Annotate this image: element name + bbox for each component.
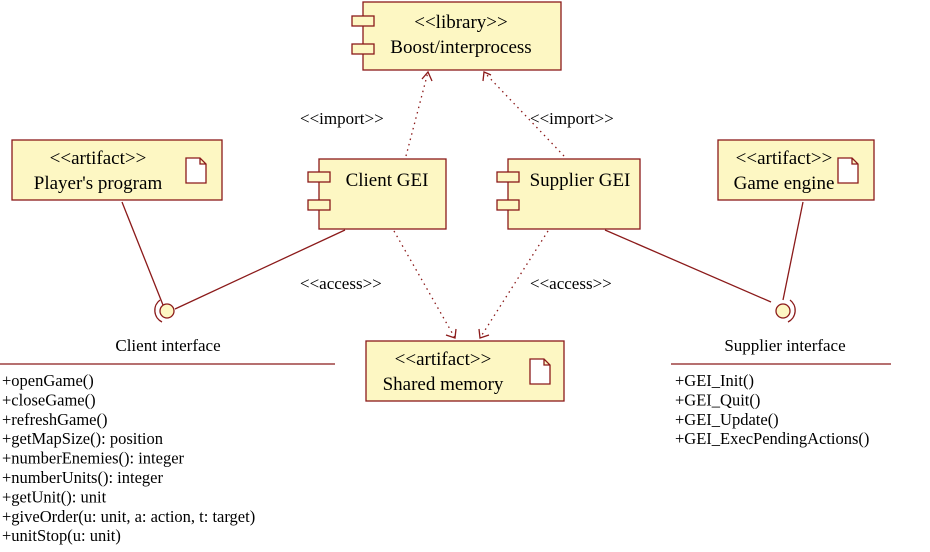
import-label-right: <<import>> xyxy=(530,109,614,128)
shared-memory-name: Shared memory xyxy=(383,374,504,395)
component-port-icon xyxy=(307,171,331,183)
import-label-left: <<import>> xyxy=(300,109,384,128)
client-operations-list: +openGame()+closeGame()+refreshGame()+ge… xyxy=(2,371,255,545)
component-port-icon xyxy=(351,15,375,27)
interface-operation: +giveOrder(u: unit, a: action, t: target… xyxy=(2,507,255,526)
document-icon xyxy=(837,157,859,184)
game-engine-name: Game engine xyxy=(734,173,835,194)
client-gei-component: Client GEI xyxy=(307,158,447,230)
supplier-gei-component: Supplier GEI xyxy=(496,158,641,230)
interface-lollipop-icon xyxy=(775,303,791,319)
document-icon xyxy=(529,358,551,385)
shared-memory-artifact: <<artifact>> Shared memory xyxy=(365,340,565,402)
access-dependency-right xyxy=(478,230,549,339)
interface-lollipop-icon xyxy=(159,303,175,319)
interface-operation: +GEI_Update() xyxy=(675,410,779,429)
shared-memory-stereotype: <<artifact>> xyxy=(395,349,492,370)
component-port-icon xyxy=(496,171,520,183)
players-program-name: Player's program xyxy=(34,173,163,194)
interface-operation: +refreshGame() xyxy=(2,410,108,429)
interface-operation: +GEI_ExecPendingActions() xyxy=(675,429,869,448)
game-engine-stereotype: <<artifact>> xyxy=(736,148,833,169)
players-program-stereotype: <<artifact>> xyxy=(50,148,147,169)
interface-operation: +closeGame() xyxy=(2,390,96,409)
supplier-interface-title: Supplier interface xyxy=(724,336,845,355)
interface-operation: +getUnit(): unit xyxy=(2,487,107,506)
client-interface-connector xyxy=(121,201,346,323)
interface-operation: +getMapSize(): position xyxy=(2,429,163,448)
interface-operation: +GEI_Quit() xyxy=(675,390,760,409)
client-interface-title: Client interface xyxy=(115,336,220,355)
access-label-left: <<access>> xyxy=(300,274,382,293)
supplier-gei-name: Supplier GEI xyxy=(530,170,631,191)
players-program-artifact: <<artifact>> Player's program xyxy=(11,139,223,201)
game-engine-artifact: <<artifact>> Game engine xyxy=(717,139,875,201)
access-label-right: <<access>> xyxy=(530,274,612,293)
interface-operation: +GEI_Init() xyxy=(675,371,754,390)
access-dependency-left xyxy=(393,230,457,339)
supplier-operations-list: +GEI_Init()+GEI_Quit()+GEI_Update()+GEI_… xyxy=(675,371,869,448)
interface-operation: +unitStop(u: unit) xyxy=(2,526,121,545)
document-icon xyxy=(185,157,207,184)
boost-stereotype: <<library>> xyxy=(414,12,508,33)
socket-icon xyxy=(787,299,796,323)
client-gei-name: Client GEI xyxy=(346,170,429,191)
import-dependency-left xyxy=(405,70,433,157)
socket-icon xyxy=(154,299,163,323)
import-dependency-right xyxy=(482,71,565,157)
boost-name: Boost/interprocess xyxy=(390,37,531,58)
interface-operation: +numberUnits(): integer xyxy=(2,468,163,487)
interface-operation: +openGame() xyxy=(2,371,94,390)
supplier-interface-connector xyxy=(604,201,804,323)
boost-component: <<library>> Boost/interprocess xyxy=(351,1,562,71)
interface-operation: +numberEnemies(): integer xyxy=(2,449,185,468)
